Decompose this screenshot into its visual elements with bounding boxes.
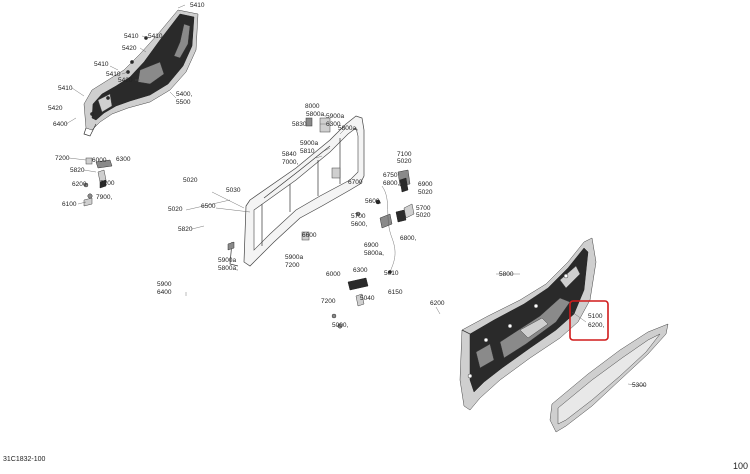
callout-label: 6300 — [116, 156, 131, 163]
callout-label-highlighted: 5100 — [588, 313, 603, 320]
callout-label: 6600 — [302, 232, 317, 239]
callout-label: 5810 — [300, 148, 315, 155]
callout-label: 6100 — [62, 201, 77, 208]
callout-label: 5800a, — [218, 265, 238, 272]
callout-label: 6200 — [430, 300, 445, 307]
callout-label: 5300 — [632, 382, 647, 389]
callout-label: 6150 — [388, 289, 403, 296]
callout-label: 8000 — [305, 103, 320, 110]
callout-label: 6750 — [383, 172, 398, 179]
callout-label: 7900, — [96, 194, 112, 201]
callout-label: 5900a — [285, 254, 303, 261]
callout-label: 7200 — [321, 298, 336, 305]
callout-label: 5600, — [351, 221, 367, 228]
callout-label: 5800a, — [306, 111, 326, 118]
callout-label: 5700 — [416, 205, 431, 212]
callout-label: 5820 — [178, 226, 193, 233]
callout-label: 6400 — [53, 121, 68, 128]
callout-label: 6900 — [364, 242, 379, 249]
callout-label: 5800a, — [338, 125, 358, 132]
callout-label: 5800a, — [364, 250, 384, 257]
callout-label: 7100 — [397, 151, 412, 158]
inner-door-panel-assembly — [83, 9, 199, 137]
callout-label: 5010 — [384, 270, 399, 277]
door-trim-panel — [549, 323, 669, 433]
callout-label: 5840 — [282, 151, 297, 158]
callout-label: 7200 — [285, 262, 300, 269]
callout-label: 6000 — [92, 157, 107, 164]
callout-label: 5800 — [499, 271, 514, 278]
latch-mechanism — [331, 169, 415, 329]
callout-label: 7200 — [100, 180, 115, 187]
callout-label: 5410 — [58, 85, 73, 92]
callout-label: 6700 — [348, 179, 363, 186]
callout-label: 5020 — [397, 158, 412, 165]
outer-door-panel — [459, 237, 597, 411]
callout-label: 6300 — [353, 267, 368, 274]
callout-label: 5410 — [124, 33, 139, 40]
callout-label: 5500 — [176, 99, 191, 106]
callout-label: 5420 — [118, 77, 133, 84]
callout-label: 5900 — [157, 281, 172, 288]
callout-label: 5410 — [148, 33, 163, 40]
callout-label: 5410 — [190, 2, 205, 9]
callout-label: 5410 — [94, 61, 109, 68]
callout-label: 7000, — [282, 159, 298, 166]
callout-label: 6800, — [383, 180, 399, 187]
leader-lines — [65, 4, 647, 387]
callout-label: 6900 — [418, 181, 433, 188]
callout-label: 7200 — [55, 155, 70, 162]
callout-label: 5020 — [416, 212, 431, 219]
callout-label: 5900a — [300, 140, 318, 147]
callout-label: 5820 — [70, 167, 85, 174]
callout-labels: 5410 5410 5410 5420 5410 5400, 5500 5410… — [48, 2, 647, 389]
callout-label: 5020 — [418, 189, 433, 196]
callout-label: 5040 — [360, 295, 375, 302]
callout-label: 5830 — [292, 121, 307, 128]
callout-label: 6300 — [326, 121, 341, 128]
callout-label: 5000, — [332, 322, 348, 329]
callout-label: 6000 — [326, 271, 341, 278]
callout-label: 5420 — [122, 45, 137, 52]
callout-label-highlighted: 6200, — [588, 322, 604, 329]
latch-hardware-cluster — [83, 157, 113, 207]
callout-label: 6800, — [400, 235, 416, 242]
callout-label: 5400, — [176, 91, 192, 98]
callout-label: 6400 — [157, 289, 172, 296]
callout-label: 5420 — [48, 105, 63, 112]
callout-label: 6200 — [72, 181, 87, 188]
callout-label: 5410 — [106, 71, 121, 78]
callout-label: 5900a — [326, 113, 344, 120]
callout-label: 5900a — [218, 257, 236, 264]
callout-label: 5600, — [365, 198, 381, 205]
callout-label: 5030 — [226, 187, 241, 194]
highlight-box — [569, 300, 609, 341]
callout-label: 6500 — [201, 203, 216, 210]
callout-label: 5020 — [168, 206, 183, 213]
diagram-id: 31C1832-100 — [3, 456, 46, 463]
page-number: 100 — [733, 461, 749, 471]
door-frame — [227, 115, 365, 267]
callout-label: 5700 — [351, 213, 366, 220]
callout-label: 5020 — [183, 177, 198, 184]
